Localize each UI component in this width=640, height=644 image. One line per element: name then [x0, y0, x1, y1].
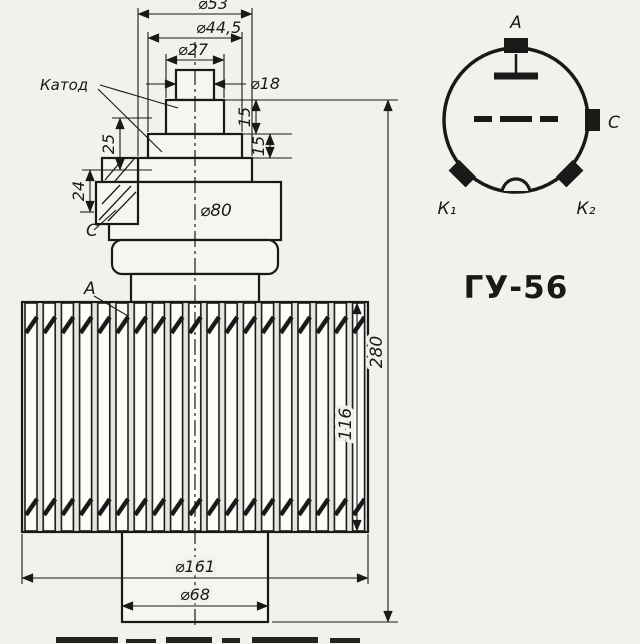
grid-tab [585, 109, 600, 131]
pin-cathode1-label: К₁ [438, 199, 457, 219]
dim-18-label: ⌀18 [250, 74, 280, 93]
internal-electrodes [474, 54, 558, 192]
dim-15-upper-label: 15 [235, 107, 254, 127]
cropped-caption-fragment [56, 637, 360, 643]
dimension-15-upper: 15 [218, 99, 398, 135]
dimension-24: 24 [69, 169, 95, 213]
dimension-d27: ⌀27 [165, 40, 225, 98]
dimension-280: 280 [272, 99, 398, 623]
dimension-d44-5: ⌀44,5 [147, 18, 243, 132]
grid-label: С [86, 221, 98, 241]
dim-53-label: ⌀53 [198, 0, 228, 13]
cathode1-tab [448, 159, 477, 188]
dim-68-label: ⌀68 [180, 585, 210, 604]
leader-line [97, 88, 163, 153]
anode-radiator [20, 300, 370, 534]
dim-116-label: 116 [336, 408, 356, 441]
leader-line [99, 84, 179, 109]
anode-tab [504, 38, 528, 53]
outline-drawing: ⌀53 ⌀44,5 ⌀27 ⌀18 25 [20, 0, 398, 628]
key-bump [500, 177, 532, 192]
dim-24-label: 24 [69, 181, 88, 201]
tube-body [94, 68, 283, 304]
pin-cathode2-label: К₂ [577, 199, 596, 219]
label-anode: А [83, 279, 129, 317]
pin-anode-label: А [509, 13, 522, 33]
cathode2-tab [555, 159, 584, 188]
dimension-15-lower: 15 [246, 133, 292, 159]
label-cathode: Катод [40, 76, 179, 153]
leader-line [93, 295, 129, 317]
anode-label: А [83, 279, 96, 299]
pinout-diagram: А С К₁ К₂ ГУ-56 [438, 13, 620, 306]
label-grid: С [86, 209, 117, 241]
dimension-d53: ⌀53 [137, 0, 253, 156]
dim-44-5-label: ⌀44,5 [196, 18, 241, 37]
dimension-d161: ⌀161 [21, 534, 369, 584]
dim-15-lower-label: 15 [249, 136, 268, 156]
dim-27-label: ⌀27 [178, 40, 209, 59]
dim-25-label: 25 [99, 134, 118, 154]
dimension-116: 116 [333, 302, 362, 532]
dim-280-label: 280 [367, 336, 387, 368]
tube-model-label: ГУ-56 [464, 270, 569, 306]
grid-contact-block [94, 156, 140, 226]
dimension-d18: ⌀18 [146, 74, 280, 93]
leader-line [93, 209, 117, 231]
pin-grid-label: С [608, 113, 620, 133]
dim-80-label: ⌀80 [200, 201, 232, 221]
dim-161-label: ⌀161 [175, 557, 215, 576]
cathode-label: Катод [40, 76, 88, 94]
dimension-d68: ⌀68 [121, 582, 269, 611]
